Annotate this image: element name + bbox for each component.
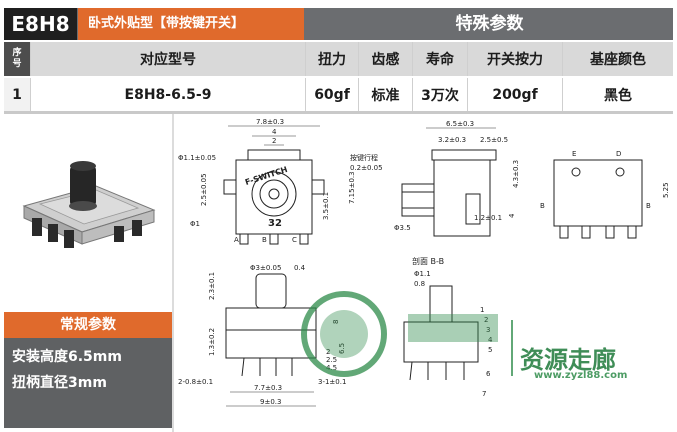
sec-num-1: 1 <box>480 306 484 314</box>
pcb-view: E D B B 5.25 <box>540 150 670 239</box>
pin-a-label: A <box>234 236 239 244</box>
watermark-logo <box>301 291 513 377</box>
product-code: E8H8 <box>4 8 77 40</box>
cell-model: E8H8-6.5-9 <box>31 78 306 111</box>
install-height: 安装高度6.5mm <box>12 349 122 365</box>
cell-index: 1 <box>4 78 31 111</box>
dim-side-12: 1.2±0.1 <box>474 214 502 222</box>
pcb-label-d: D <box>616 150 621 158</box>
table-header-row: 序 号 对应型号 扭力 齿感 寿命 开关按力 基座颜色 <box>4 42 673 76</box>
key-travel-label: 按键行程 <box>350 153 378 162</box>
col-switch-force-header: 开关按力 <box>468 42 563 76</box>
watermark-url: www.zyzl88.com <box>534 370 628 381</box>
dim-bf-pins: 2-0.8±0.1 <box>178 378 213 386</box>
pcb-label-b-left: B <box>540 202 545 210</box>
product-photo <box>4 114 172 312</box>
sec-num-5: 5 <box>488 346 492 354</box>
dim-shaft-phi3: Φ3±0.05 <box>250 264 281 272</box>
pin-b-label: B <box>262 236 267 244</box>
dim-bf-13: 1.3±0.2 <box>208 328 216 356</box>
dim-front-hole: Φ1.1±0.05 <box>178 154 216 162</box>
sec-num-6: 6 <box>486 370 491 378</box>
section-title: 剖面 B-B <box>412 256 444 266</box>
dim-bf-2: 2 <box>326 348 330 356</box>
dim-side-width: 6.5±0.3 <box>446 120 474 128</box>
dim-side-43: 4.3±0.3 <box>512 160 520 188</box>
col-base-color-header: 基座颜色 <box>563 42 673 76</box>
panel-divider <box>172 114 174 432</box>
dim-bf-9: 9±0.3 <box>260 398 281 406</box>
dim-04: 0.4 <box>294 264 306 272</box>
technical-drawing: 7.8±0.3 4 2 F-SWITCH 32 Φ1.1±0.05 2.5±0.… <box>178 118 670 407</box>
dim-bf-23: 2.3±0.1 <box>208 272 216 300</box>
side-view: 6.5±0.3 3.2±0.3 2.5±0.5 按键行程 0.2±0.05 Φ3… <box>350 120 520 237</box>
col-index-header: 序 号 <box>4 42 31 76</box>
pin-c-label: C <box>292 236 297 244</box>
handle-diameter: 扭柄直径3mm <box>12 375 107 391</box>
cell-torque: 60gf <box>306 78 359 111</box>
col-feel-header: 齿感 <box>359 42 413 76</box>
sec-num-7: 7 <box>482 390 486 398</box>
sec-num-4: 4 <box>488 336 493 344</box>
dim-front-width: 7.8±0.3 <box>256 118 284 126</box>
dim-sec-08: 0.8 <box>414 280 425 288</box>
pcb-label-b-right: B <box>646 202 651 210</box>
dim-bf-77: 7.7±0.3 <box>254 384 282 392</box>
dim-sec-phi11: Φ1.1 <box>414 270 431 278</box>
dim-front-2: 2 <box>272 137 276 145</box>
sec-num-2: 2 <box>484 316 488 324</box>
dim-pcb-525: 5.25 <box>662 182 670 198</box>
dim-front-phi1: Φ1 <box>190 220 200 228</box>
part-number-label: 32 <box>268 218 282 229</box>
col-torque-header: 扭力 <box>306 42 359 76</box>
cell-feel: 标准 <box>359 78 413 111</box>
product-title: 卧式外贴型【带按键开关】 <box>78 8 304 40</box>
cell-base-color: 黑色 <box>604 87 632 104</box>
general-params-box: 安装高度6.5mm 扭柄直径3mm <box>4 338 172 428</box>
section-view: 剖面 B-B Φ1.1 0.8 1 2 3 4 5 6 7 <box>403 256 493 398</box>
dim-bf-65: 6.5 <box>338 343 346 354</box>
col-index-char-1: 序 <box>12 48 22 58</box>
brand-label: F-SWITCH <box>244 165 289 187</box>
dim-front-35: 3.5±0.1 <box>322 192 330 220</box>
dim-front-4: 4 <box>272 128 277 136</box>
dim-side-phi35: Φ3.5 <box>394 224 411 232</box>
dim-bf-45: 4.5 <box>326 364 337 372</box>
pcb-label-e: E <box>572 150 576 158</box>
dim-key-travel: 0.2±0.05 <box>350 164 383 172</box>
dim-bf-8: 8 <box>332 320 340 324</box>
table-divider <box>4 111 673 114</box>
general-params-heading: 常规参数 <box>4 312 172 338</box>
special-params-heading: 特殊参数 <box>455 14 524 34</box>
dim-side-4: 4 <box>508 213 516 218</box>
dim-side-25: 2.5±0.5 <box>480 136 508 144</box>
dim-side-32: 3.2±0.3 <box>438 136 466 144</box>
watermark-text: 资源走廊 <box>520 346 616 374</box>
col-life-header: 寿命 <box>413 42 468 76</box>
cell-life: 3万次 <box>413 78 468 111</box>
cell-switch-force: 200gf <box>468 78 563 111</box>
table-row: 1 E8H8-6.5-9 60gf 标准 3万次 200gf 黑色 <box>4 78 673 111</box>
sec-num-3: 3 <box>486 326 490 334</box>
dim-front-pitch: 2.5±0.05 <box>200 173 208 206</box>
dim-bf-31: 3-1±0.1 <box>318 378 346 386</box>
col-index-char-2: 号 <box>12 59 22 69</box>
front-view: 7.8±0.3 4 2 F-SWITCH 32 Φ1.1±0.05 2.5±0.… <box>178 118 356 245</box>
dim-bf-25: 2.5 <box>326 356 337 364</box>
dim-front-height: 7.15±0.3 <box>348 171 356 204</box>
bottom-front-view: Φ3±0.05 0.4 2.3±0.1 8 1.3±0.2 2-0.8±0.1 … <box>178 264 346 407</box>
col-model-header: 对应型号 <box>31 42 306 76</box>
